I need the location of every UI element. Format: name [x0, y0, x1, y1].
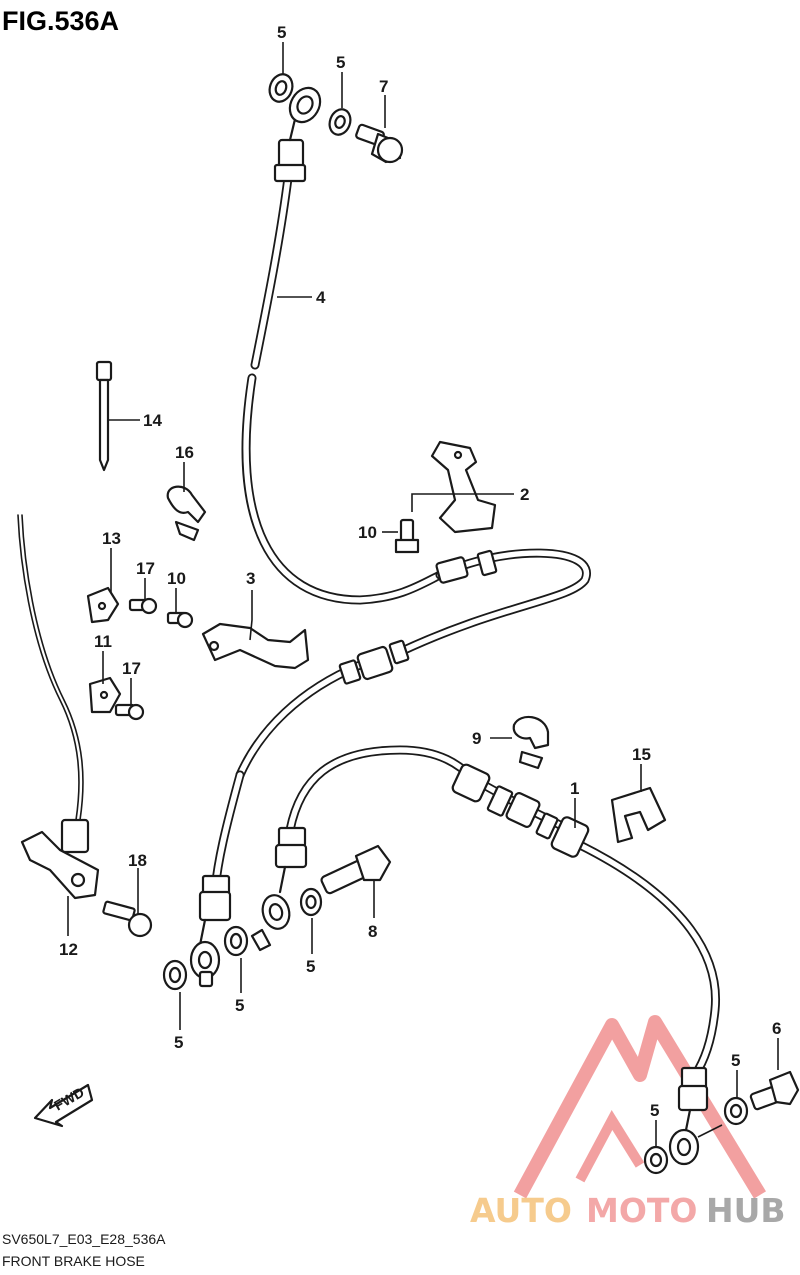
callout-6: 6	[772, 1019, 781, 1038]
washer-5-a	[162, 959, 188, 991]
bolt-17-upper	[128, 597, 158, 615]
washer-5-b	[223, 925, 249, 957]
callout-14: 14	[143, 411, 162, 430]
watermark-part-1: AUTO	[470, 1191, 572, 1230]
callout-5-b: 5	[336, 53, 345, 72]
callout-15: 15	[632, 745, 651, 764]
callout-1: 1	[570, 779, 579, 798]
callout-12: 12	[59, 940, 78, 959]
callout-5-c: 5	[235, 996, 244, 1015]
callout-18: 18	[128, 851, 147, 870]
callout-2: 2	[520, 485, 529, 504]
leader-lines	[67, 42, 779, 1146]
callout-5-f: 5	[731, 1051, 740, 1070]
watermark-part-3: HUB	[706, 1191, 786, 1230]
brake-hose-main	[189, 548, 591, 988]
callout-13: 13	[102, 529, 121, 548]
callout-11: 11	[94, 632, 112, 651]
callout-5-g: 5	[650, 1101, 659, 1120]
washer-5-c	[299, 887, 323, 917]
callout-5-e: 5	[306, 957, 315, 976]
model-code: SV650L7_E03_E28_536A	[2, 1231, 166, 1247]
watermark-triangle-icon	[513, 1015, 766, 1199]
hose-clamp-16	[166, 485, 207, 542]
bolt-17-lower	[114, 703, 145, 721]
watermark-wordmark: AUTO MOTO HUB	[470, 1191, 786, 1230]
hose-bracket-3	[201, 622, 310, 670]
union-bolt-top	[355, 123, 404, 164]
callout-17-b: 17	[122, 659, 141, 678]
washer-5-d	[723, 1096, 749, 1126]
figure-title: FIG.536A	[2, 6, 119, 36]
bracket-11	[88, 676, 122, 714]
fwd-arrow-icon: FWD	[33, 1084, 94, 1128]
callout-17-a: 17	[136, 559, 155, 578]
union-bolt-6	[749, 1070, 800, 1111]
washer-top-1	[268, 73, 294, 103]
bolt-18	[102, 900, 153, 938]
brake-hose-right	[250, 745, 721, 1166]
callout-10-a: 10	[358, 523, 377, 542]
watermark-part-2: MOTO	[586, 1191, 697, 1230]
callout-5-d: 5	[174, 1033, 183, 1052]
callout-10-b: 10	[167, 569, 186, 588]
bolt-10-lower	[166, 611, 194, 629]
callout-3: 3	[246, 569, 255, 588]
speed-sensor-12	[17, 514, 100, 900]
hose-clamp-9	[512, 715, 550, 770]
union-bolt-8	[320, 844, 392, 895]
hose-clamp-15	[610, 786, 667, 844]
diagram-caption: FRONT BRAKE HOSE	[2, 1253, 145, 1269]
callout-labels: 5 5 7 4 14 16 2 10 13 17 10 3 11 17 9 15…	[59, 23, 781, 1120]
callout-7: 7	[379, 77, 388, 96]
callout-16: 16	[175, 443, 194, 462]
hose-bracket-2	[430, 440, 497, 534]
bolt-10-upper	[394, 518, 420, 554]
washer-top-2	[328, 108, 352, 136]
callout-8: 8	[368, 922, 377, 941]
callout-9: 9	[472, 729, 481, 748]
cable-tie	[95, 360, 113, 472]
washer-5-e	[643, 1145, 669, 1175]
brake-hose-upper	[241, 86, 445, 605]
callout-5-a: 5	[277, 23, 286, 42]
callout-4: 4	[316, 288, 326, 307]
bracket-13	[86, 586, 120, 624]
